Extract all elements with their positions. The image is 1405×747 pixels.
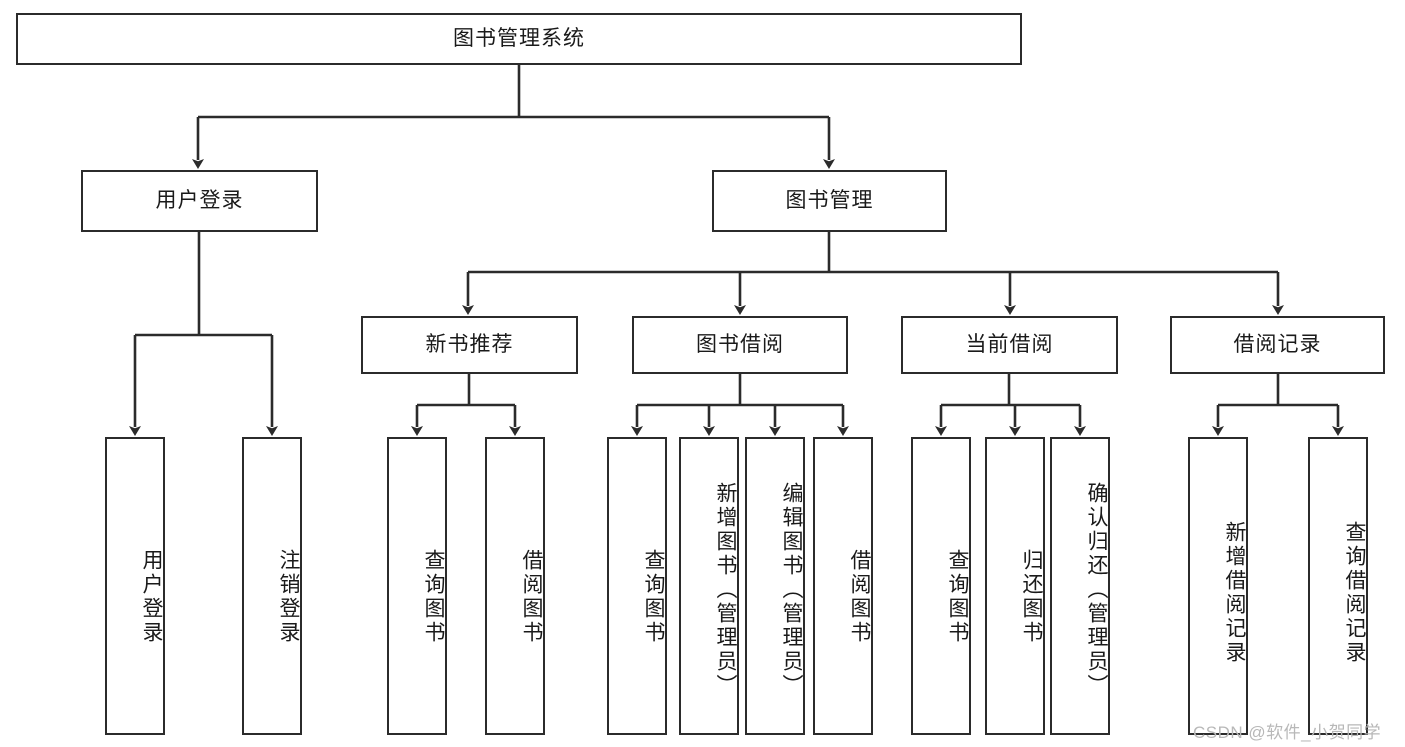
node-book-manage[interactable]: 图书管理: [712, 170, 947, 232]
leaf-return-book-label: 归还图书: [1020, 549, 1043, 645]
leaf-borrow-book-1-label: 借阅图书: [520, 549, 543, 645]
node-root[interactable]: 图书管理系统: [16, 13, 1022, 65]
leaf-borrow-book-2-label: 借阅图书: [848, 549, 871, 645]
node-user-login-label: 用户登录: [155, 189, 244, 213]
leaf-query-book-3-label: 查询图书: [946, 549, 969, 645]
leaf-add-book-label: 新增图书（管理员）: [714, 482, 737, 698]
node-user-login[interactable]: 用户登录: [81, 170, 318, 232]
leaf-user-logout[interactable]: 注销登录: [242, 437, 302, 735]
leaf-return-book[interactable]: 归还图书: [985, 437, 1045, 735]
leaf-edit-book-label: 编辑图书（管理员）: [780, 482, 803, 698]
leaf-add-book[interactable]: 新增图书（管理员）: [679, 437, 739, 735]
leaf-user-login-label: 用户登录: [140, 549, 163, 645]
node-root-label: 图书管理系统: [453, 27, 585, 51]
leaf-confirm-return-label: 确认归还（管理员）: [1085, 482, 1108, 698]
leaf-query-record[interactable]: 查询借阅记录: [1308, 437, 1368, 735]
node-borrow-record[interactable]: 借阅记录: [1170, 316, 1385, 374]
node-new-book-recommend[interactable]: 新书推荐: [361, 316, 578, 374]
node-current-borrow[interactable]: 当前借阅: [901, 316, 1118, 374]
leaf-add-record-label: 新增借阅记录: [1223, 521, 1246, 665]
leaf-user-logout-label: 注销登录: [277, 549, 300, 645]
leaf-add-record[interactable]: 新增借阅记录: [1188, 437, 1248, 735]
node-book-borrow-label: 图书借阅: [696, 333, 784, 357]
leaf-query-book-1[interactable]: 查询图书: [387, 437, 447, 735]
csdn-watermark: CSDN @软件_小贺同学: [1193, 723, 1382, 742]
leaf-confirm-return[interactable]: 确认归还（管理员）: [1050, 437, 1110, 735]
node-borrow-record-label: 借阅记录: [1233, 333, 1322, 357]
leaf-query-record-label: 查询借阅记录: [1343, 521, 1366, 665]
node-current-borrow-label: 当前借阅: [965, 333, 1054, 357]
leaf-query-book-2-label: 查询图书: [642, 549, 665, 645]
leaf-borrow-book-1[interactable]: 借阅图书: [485, 437, 545, 735]
node-book-borrow[interactable]: 图书借阅: [632, 316, 848, 374]
node-new-book-recommend-label: 新书推荐: [425, 333, 514, 357]
leaf-user-login[interactable]: 用户登录: [105, 437, 165, 735]
node-book-manage-label: 图书管理: [785, 189, 874, 213]
leaf-query-book-1-label: 查询图书: [422, 549, 445, 645]
leaf-query-book-2[interactable]: 查询图书: [607, 437, 667, 735]
leaf-borrow-book-2[interactable]: 借阅图书: [813, 437, 873, 735]
leaf-query-book-3[interactable]: 查询图书: [911, 437, 971, 735]
leaf-edit-book[interactable]: 编辑图书（管理员）: [745, 437, 805, 735]
